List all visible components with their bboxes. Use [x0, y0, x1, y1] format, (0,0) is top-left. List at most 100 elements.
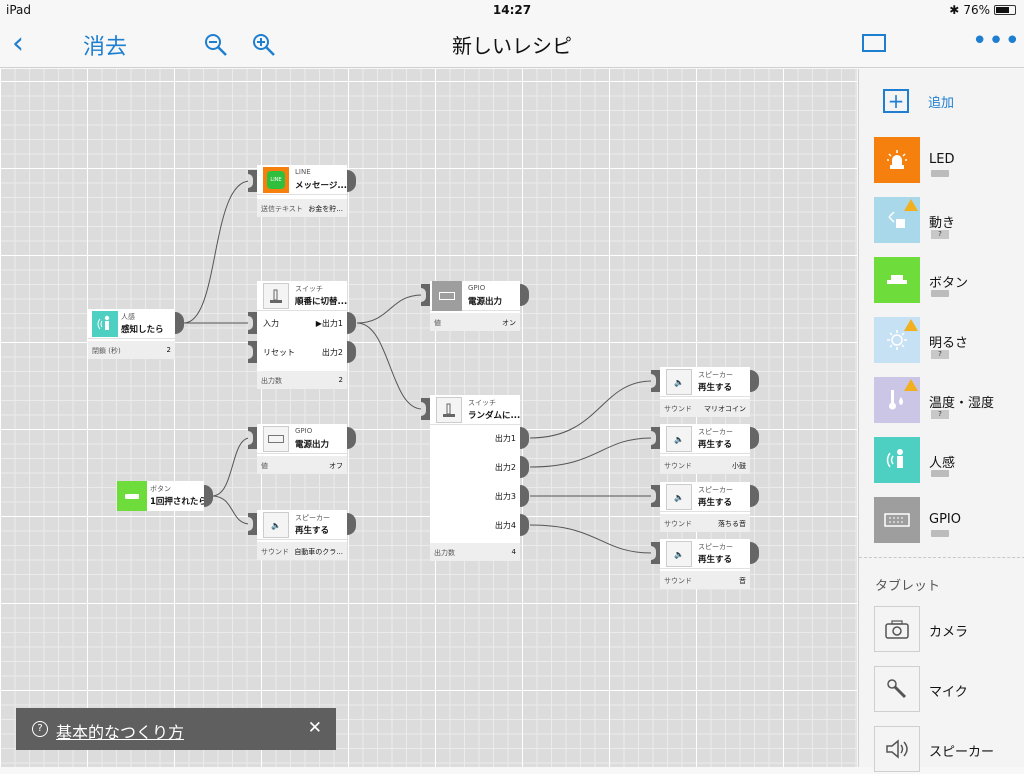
input-pin[interactable]: [651, 370, 660, 392]
sidebar-item-label: マイク: [929, 685, 968, 700]
gpio-output-node[interactable]: GPIO 電源出力 値オフ: [257, 424, 347, 474]
thermometer-icon: [874, 377, 920, 423]
node-param-value: お金を貯...: [308, 205, 343, 213]
basic-guide-link[interactable]: 基本的なつくり方: [56, 723, 185, 742]
output-pin[interactable]: [347, 427, 356, 449]
node-category: スピーカー: [698, 486, 733, 494]
zoom-out-icon[interactable]: [203, 32, 229, 58]
input-pin[interactable]: [248, 312, 257, 334]
node-param-value: オフ: [329, 462, 343, 470]
node-param-label: 閉鎖 (秒): [92, 347, 121, 355]
battery-icon: [931, 170, 949, 177]
node-category: スピーカー: [698, 428, 733, 436]
node-name: 再生する: [698, 498, 733, 508]
chevron-left-icon[interactable]: ‹: [12, 26, 24, 61]
line-message-node[interactable]: LINE LINE メッセージ... 送信テキストお金を貯...: [257, 165, 347, 217]
gpio-output-node[interactable]: GPIO 電源出力 値オン: [430, 281, 520, 331]
output-pin[interactable]: [175, 312, 184, 334]
gpio-icon: [432, 281, 462, 311]
output-pin[interactable]: [520, 284, 529, 306]
output-pin[interactable]: [520, 427, 529, 449]
input-pin[interactable]: [248, 170, 257, 192]
output-pin[interactable]: [520, 485, 529, 507]
clear-button[interactable]: 消去: [83, 35, 128, 60]
node-param-value: 4: [511, 548, 516, 556]
input-pin[interactable]: [651, 542, 660, 564]
battery-percent: 76%: [963, 3, 990, 17]
ellipsis-icon[interactable]: •••: [972, 26, 1022, 56]
speaker-node[interactable]: 🔈 スピーカー 再生する サウンド落ちる音: [660, 482, 750, 532]
wire-sensor-line: [183, 180, 251, 324]
input-pin[interactable]: [248, 341, 257, 363]
output-pin[interactable]: [520, 456, 529, 478]
speaker-icon: 🔈: [263, 512, 289, 538]
sidebar-item-label: 明るさ: [929, 336, 969, 351]
output-pin[interactable]: [750, 542, 759, 564]
close-icon[interactable]: ✕: [307, 718, 322, 738]
output-pin[interactable]: [750, 427, 759, 449]
speaker-icon: 🔈: [666, 426, 692, 452]
speaker-node[interactable]: 🔈 スピーカー 再生する サウンド小鼓: [660, 424, 750, 474]
speaker-node[interactable]: 🔈 スピーカー 再生する サウンド音: [660, 539, 750, 589]
line-icon: LINE: [263, 167, 289, 193]
output-pin[interactable]: [750, 370, 759, 392]
node-param-label: サウンド: [664, 405, 692, 413]
output-pin[interactable]: [204, 485, 213, 507]
sidebar-item-motion[interactable]: 動き ?: [874, 197, 1024, 245]
wire-random-speaker1: [529, 380, 653, 439]
node-param-value: 2: [338, 376, 343, 384]
plus-icon: +: [883, 89, 909, 113]
speaker-node[interactable]: 🔈 スピーカー 再生する サウンドマリオコイン: [660, 367, 750, 417]
sidebar-item-brightness[interactable]: 明るさ ?: [874, 317, 1024, 365]
output-pin[interactable]: [347, 341, 356, 363]
input-pin[interactable]: [651, 485, 660, 507]
battery-icon: [931, 290, 949, 297]
node-name: 再生する: [698, 440, 733, 450]
output-label: ▶出力1: [315, 319, 343, 328]
rectangle-icon[interactable]: [862, 34, 886, 52]
output-pin[interactable]: [750, 485, 759, 507]
sidebar-item-speaker[interactable]: スピーカー: [874, 726, 1024, 774]
input-pin[interactable]: [421, 398, 430, 420]
node-category: GPIO: [295, 427, 313, 435]
sidebar-item-gpio[interactable]: GPIO: [874, 497, 1024, 545]
node-param-label: サウンド: [664, 577, 692, 585]
node-category: スピーカー: [295, 514, 330, 522]
status-badge: ?: [931, 350, 949, 359]
switch-icon: [263, 283, 289, 309]
output-pin[interactable]: [520, 514, 529, 536]
warning-icon: [904, 319, 918, 331]
sidebar-item-led[interactable]: LED: [874, 137, 1024, 185]
page-title: 新しいレシピ: [452, 34, 572, 58]
add-part-button[interactable]: + 追加: [883, 89, 954, 113]
sidebar-item-microphone[interactable]: マイク: [874, 666, 1024, 714]
zoom-in-icon[interactable]: [251, 32, 277, 58]
sidebar-item-temperature[interactable]: 温度・湿度 ?: [874, 377, 1024, 425]
button-trigger-node[interactable]: ボタン 1回押されたら: [117, 481, 207, 511]
battery-icon: [931, 530, 949, 537]
button-icon: [117, 481, 147, 511]
sidebar-item-human-sensor[interactable]: 人感: [874, 437, 1024, 485]
input-pin[interactable]: [421, 284, 430, 306]
input-pin[interactable]: [248, 513, 257, 535]
speaker-node[interactable]: 🔈 スピーカー 再生する サウンド自動車のクラ...: [257, 510, 347, 560]
output-pin[interactable]: [347, 170, 356, 192]
wire-button-speaker: [211, 495, 251, 525]
button-icon: [874, 257, 920, 303]
human-sensor-node[interactable]: 人感 感知したら 閉鎖 (秒)2: [88, 309, 175, 359]
output-pin[interactable]: [347, 513, 356, 535]
sidebar-item-label: GPIO: [929, 512, 961, 527]
input-pin[interactable]: [248, 427, 257, 449]
node-category: ボタン: [150, 485, 171, 493]
node-param-label: 出力数: [261, 377, 282, 385]
sidebar-item-camera[interactable]: カメラ: [874, 606, 1024, 654]
sidebar-item-button[interactable]: ボタン: [874, 257, 1024, 305]
output-pin[interactable]: [347, 312, 356, 334]
input-pin[interactable]: [651, 427, 660, 449]
recipe-canvas[interactable]: LINE LINE メッセージ... 送信テキストお金を貯... 人感 感知した…: [0, 69, 857, 767]
node-name: 再生する: [698, 383, 733, 393]
node-name: ランダムに...: [468, 411, 521, 421]
node-param-value: 自動車のクラ...: [294, 548, 343, 556]
